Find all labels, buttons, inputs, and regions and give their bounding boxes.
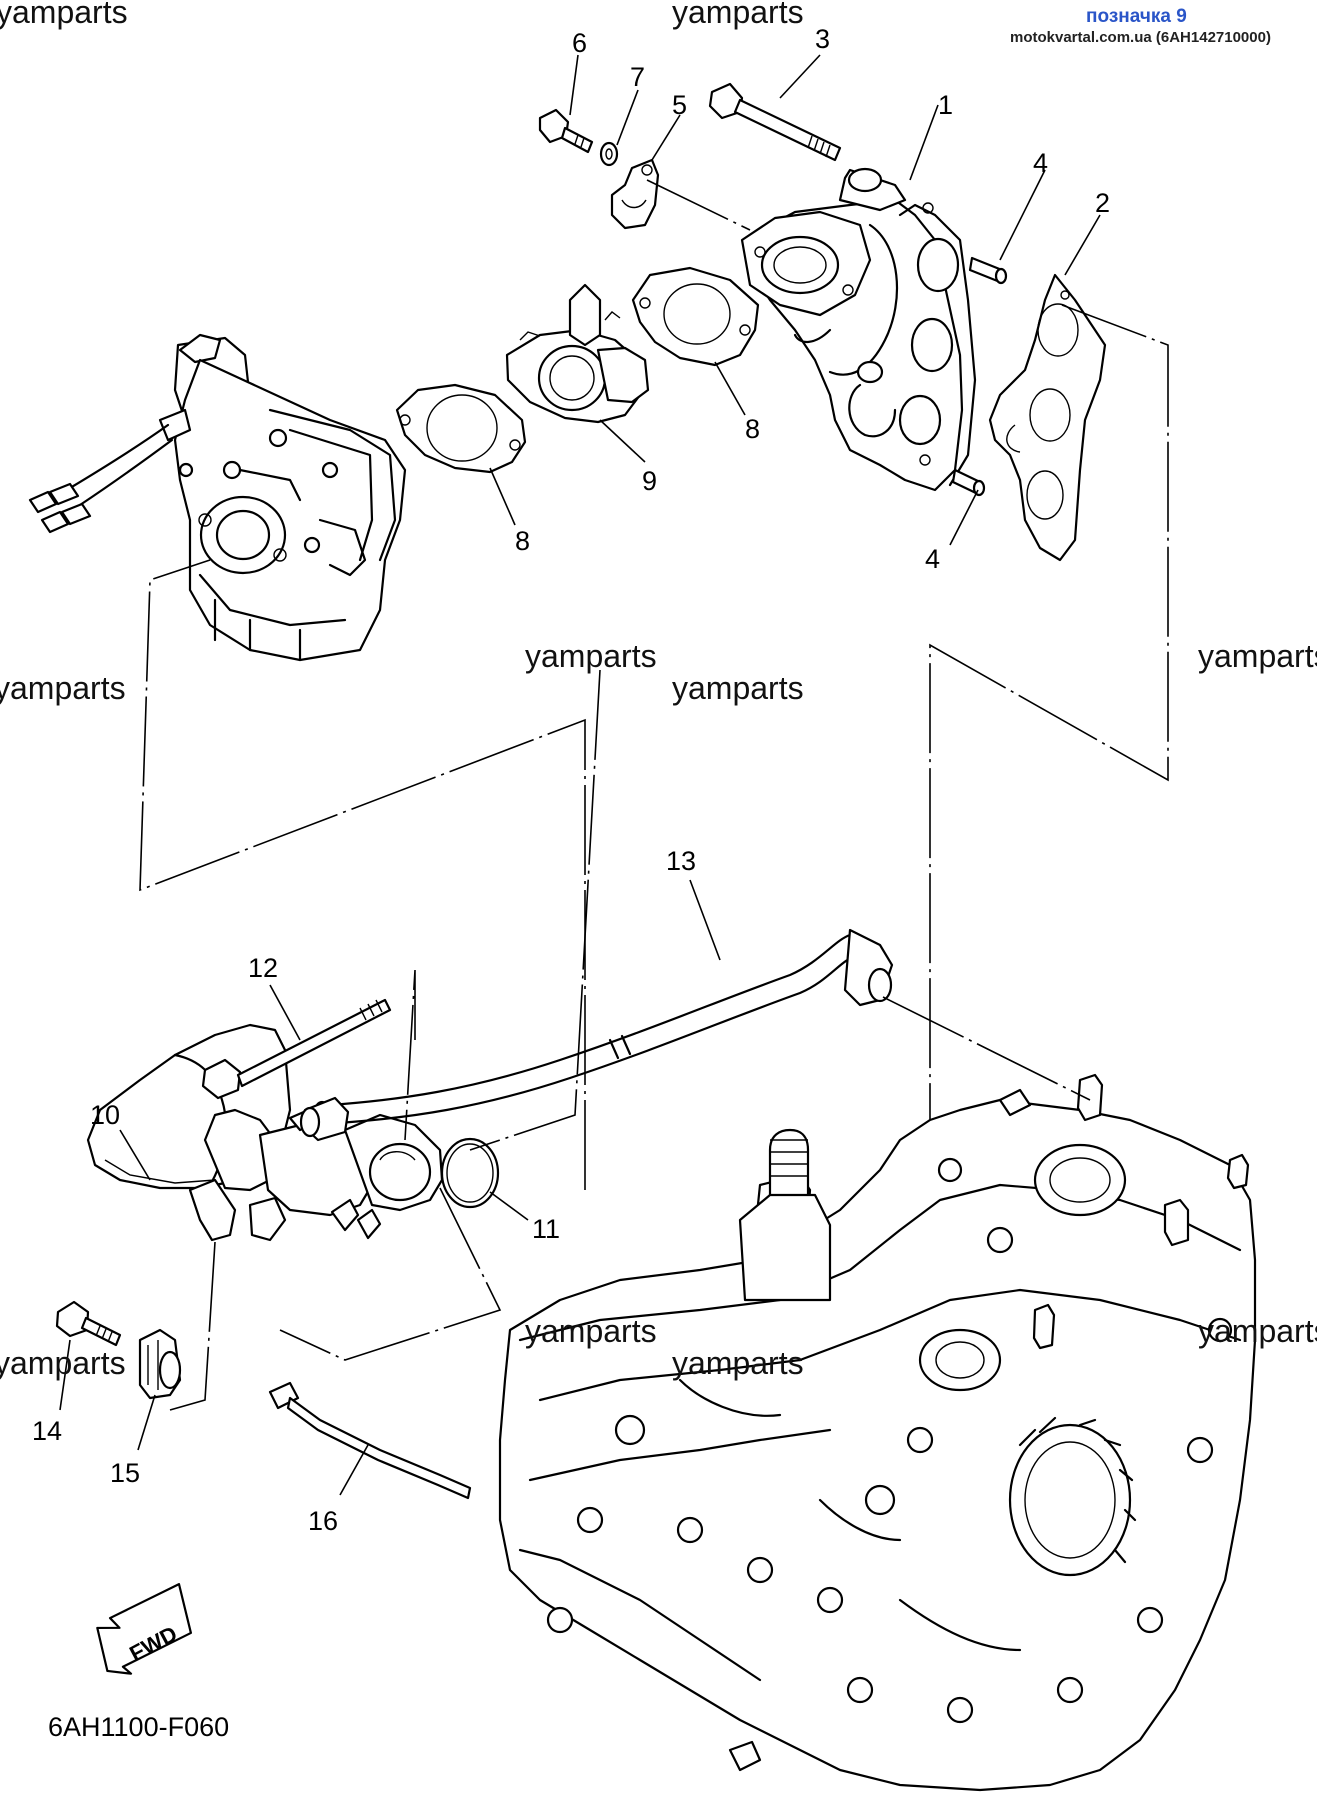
- intake-manifold: [740, 167, 977, 492]
- callout-11: 11: [532, 1214, 561, 1244]
- manifold-bolt: [708, 82, 842, 162]
- callout-6: 6: [572, 28, 588, 58]
- callout-12: 12: [248, 953, 279, 983]
- callout-13: 13: [666, 846, 697, 876]
- long-bolt: [201, 998, 392, 1100]
- cylinder-block: [498, 1073, 1257, 1792]
- watermark: yamparts: [0, 1345, 126, 1381]
- gasket-right: [631, 266, 760, 367]
- callout-4-lower: 4: [925, 544, 941, 574]
- bolt-14: [55, 1300, 122, 1347]
- callout-10: 10: [90, 1100, 121, 1130]
- watermark: yamparts: [672, 1345, 804, 1381]
- callout-8-left: 8: [515, 526, 531, 556]
- callout-5: 5: [672, 90, 688, 120]
- breather-hose: [299, 928, 894, 1142]
- dowel-pin-upper: [968, 256, 1008, 285]
- fwd-arrow-icon: FWD: [96, 1583, 193, 1675]
- callout-8-right: 8: [745, 414, 761, 444]
- cable-tie: [268, 1381, 472, 1500]
- callout-9: 9: [642, 466, 658, 496]
- watermark: yamparts: [525, 1313, 657, 1349]
- clamp: [610, 158, 660, 230]
- watermark: yamparts: [672, 0, 804, 30]
- washer: [599, 141, 619, 167]
- watermark: yamparts: [1198, 638, 1317, 674]
- assembly-lines: [139, 179, 1169, 1411]
- callout-15: 15: [110, 1458, 141, 1488]
- intake-silencer: [86, 1023, 444, 1242]
- gasket-left: [395, 383, 527, 474]
- carburetor-assembly: [28, 333, 407, 662]
- callout-7: 7: [630, 62, 646, 92]
- callout-2: 2: [1095, 188, 1111, 218]
- watermark: yamparts: [672, 670, 804, 706]
- callout-1: 1: [938, 90, 954, 120]
- header-source: motokvartal.com.ua (6AH142710000): [1010, 29, 1271, 46]
- leader-lines: [59, 54, 1101, 1496]
- o-ring: [440, 1137, 500, 1209]
- watermark: yamparts: [525, 638, 657, 674]
- callout-16: 16: [308, 1506, 339, 1536]
- watermark: yamparts: [0, 0, 128, 30]
- header-title: позначка 9: [1086, 6, 1187, 27]
- drawing-code: 6AH1100-F060: [48, 1712, 230, 1742]
- callout-3: 3: [815, 24, 831, 54]
- grommet: [138, 1328, 182, 1400]
- callout-4-upper: 4: [1033, 148, 1049, 178]
- watermark: yamparts: [0, 670, 126, 706]
- insulator-joint: [505, 283, 650, 424]
- dowel-pin-lower: [951, 468, 986, 497]
- watermark: yamparts: [1198, 1313, 1317, 1349]
- manifold-gasket: [988, 273, 1107, 562]
- small-bolt: [538, 108, 594, 154]
- callout-14: 14: [32, 1416, 63, 1446]
